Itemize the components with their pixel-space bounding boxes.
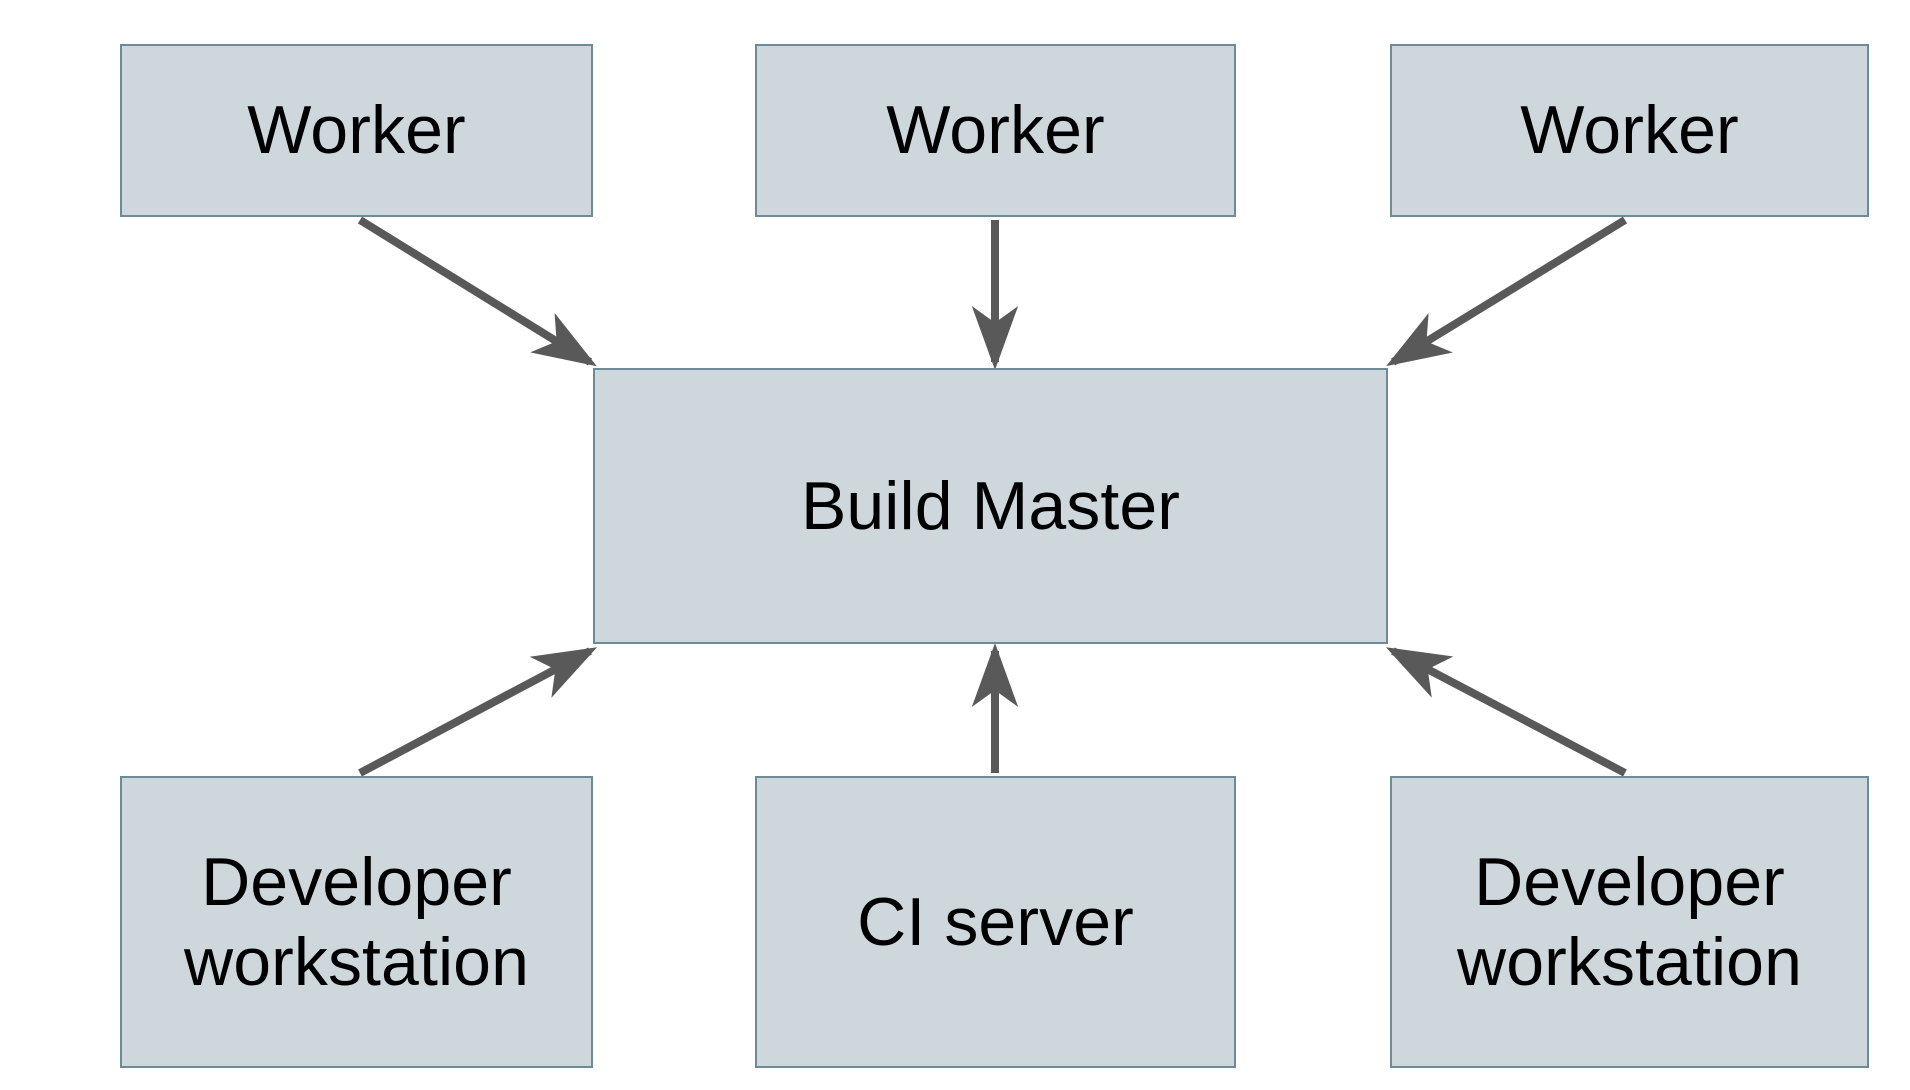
edge-worker1-to-master — [357, 216, 597, 367]
node-developer-workstation-left-label: Developer workstation — [183, 843, 530, 1000]
node-worker-3-label: Worker — [1520, 92, 1739, 169]
edge-devright-to-master — [1385, 647, 1627, 777]
node-ci-server-label: CI server — [857, 883, 1134, 960]
edge-devleft-to-master — [358, 647, 598, 777]
node-developer-workstation-right-label: Developer workstation — [1456, 843, 1803, 1000]
node-developer-workstation-right[interactable]: Developer workstation — [1390, 776, 1869, 1068]
node-ci-server[interactable]: CI server — [755, 776, 1236, 1068]
node-build-master[interactable]: Build Master — [593, 368, 1388, 644]
edge-worker3-to-master — [1386, 216, 1628, 367]
node-worker-2-label: Worker — [886, 92, 1105, 169]
node-build-master-label: Build Master — [800, 467, 1181, 544]
node-worker-1-label: Worker — [247, 92, 466, 169]
node-worker-3[interactable]: Worker — [1390, 44, 1869, 217]
node-developer-workstation-left[interactable]: Developer workstation — [120, 776, 593, 1068]
node-worker-1[interactable]: Worker — [120, 44, 593, 217]
node-worker-2[interactable]: Worker — [755, 44, 1236, 217]
